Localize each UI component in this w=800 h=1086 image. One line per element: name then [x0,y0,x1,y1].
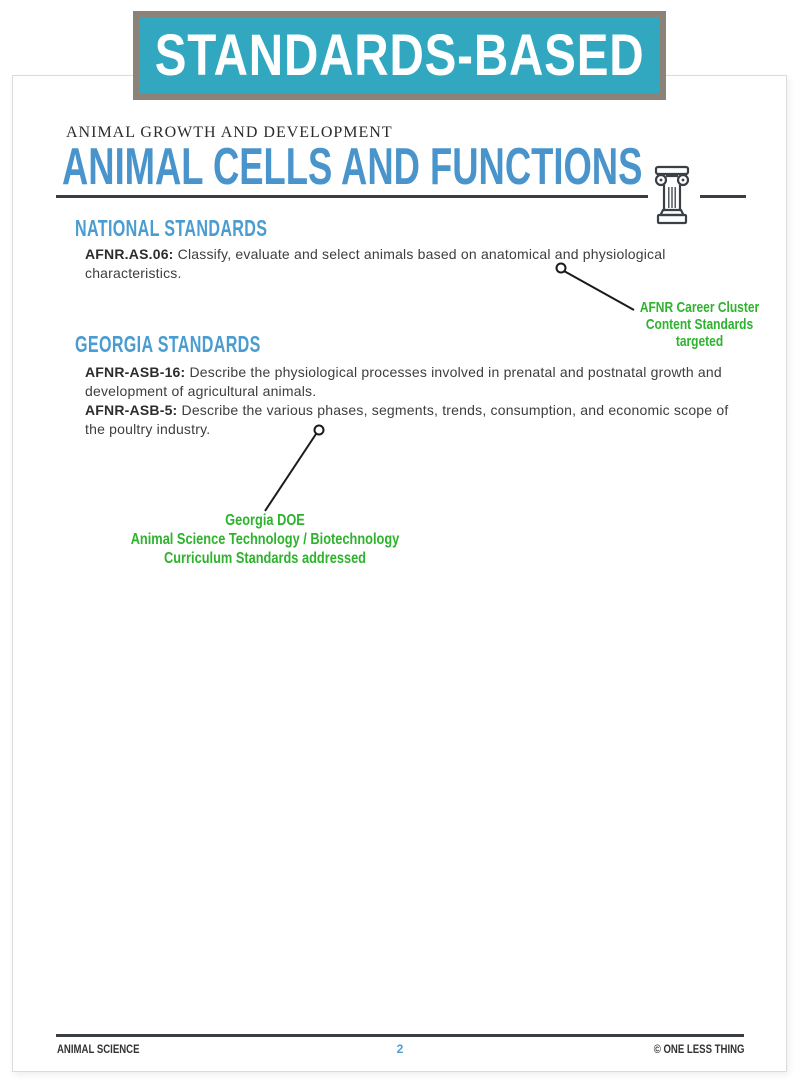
standard-text: Describe the various phases, segments, t… [85,402,729,437]
document-page [12,75,787,1072]
footer-course-label: ANIMAL SCIENCE [57,1042,140,1056]
annotation-afnr-career-cluster: AFNR Career Cluster Content Standards ta… [634,299,766,350]
footer-copyright: © ONE LESS THING [654,1042,745,1056]
annotation-georgia-doe: Georgia DOE Animal Science Technology / … [129,511,401,568]
standard-code: AFNR.AS.06: [85,246,174,262]
title-divider-left [56,195,648,198]
section-heading-national: NATIONAL STANDARDS [75,215,268,241]
standard-code: AFNR-ASB-16: [85,364,186,380]
banner-title: STANDARDS-BASED [154,22,645,88]
column-icon [654,165,690,225]
standard-item: AFNR.AS.06: Classify, evaluate and selec… [85,245,675,283]
annotation-line: Curriculum Standards addressed [163,550,366,567]
callout-leader-line [264,424,325,512]
page-title: ANIMAL CELLS AND FUNCTIONS [62,138,643,196]
standards-banner: STANDARDS-BASED [133,11,666,100]
callout-leader-line [555,262,635,311]
footer-divider [56,1034,744,1037]
title-divider-right [700,195,746,198]
standard-text: Classify, evaluate and select animals ba… [85,246,666,281]
annotation-line: Georgia DOE [225,512,305,529]
annotation-line: targeted [675,333,724,350]
annotation-line: AFNR Career Cluster [639,299,760,316]
unit-eyebrow: ANIMAL GROWTH AND DEVELOPMENT [66,124,393,141]
standard-code: AFNR-ASB-5: [85,402,178,418]
standard-item: AFNR-ASB-16: Describe the physiological … [85,363,730,401]
annotation-line: Animal Science Technology / Biotechnolog… [130,531,400,548]
page-number: 2 [396,1042,404,1056]
standard-item: AFNR-ASB-5: Describe the various phases,… [85,401,740,439]
section-heading-georgia: GEORGIA STANDARDS [75,331,261,357]
annotation-line: Content Standards [645,316,754,333]
standard-text: Describe the physiological processes inv… [85,364,722,399]
